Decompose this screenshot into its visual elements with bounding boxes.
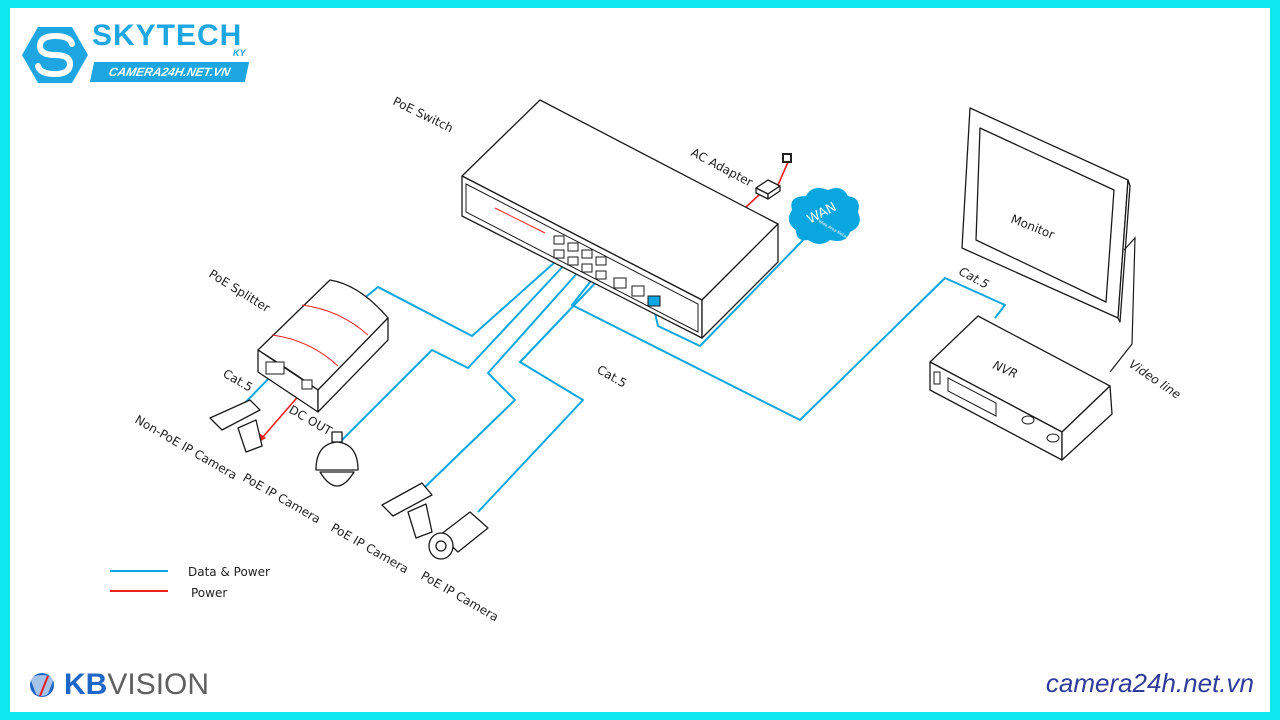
switch-ports	[553, 235, 661, 307]
skytech-title: SKYTECH	[92, 19, 243, 52]
label-camera-3: PoE IP Camera	[419, 568, 502, 624]
skytech-ky: KY	[233, 48, 246, 58]
cable-bullet-switch	[477, 277, 601, 513]
legend: Data & Power Power	[110, 565, 270, 600]
label-video-line: Video line	[1126, 357, 1183, 402]
kbvision-logo: KBVISION	[64, 668, 209, 702]
label-cat5-mid: Cat.5	[595, 362, 630, 390]
kbvision-kb: KB	[64, 668, 108, 701]
label-cat5-nvr: Cat.5	[957, 264, 992, 291]
wan-cloud	[788, 188, 860, 244]
label-camera-2: PoE IP Camera	[329, 520, 412, 576]
kbvision-vision: VISION	[107, 668, 210, 701]
cable-box-switch	[424, 261, 591, 488]
diagram-frame: PoE Switch AC Adapter WAN Wide Area Netw…	[10, 8, 1270, 712]
skytech-logo-icon	[22, 27, 88, 83]
camera-poe-bullet	[428, 511, 489, 560]
network-diagram: PoE Switch AC Adapter WAN Wide Area Netw…	[22, 27, 1183, 697]
monitor	[961, 107, 1136, 373]
kbvision-emblem-icon	[30, 673, 54, 697]
label-camera-1: PoE IP Camera	[241, 470, 324, 526]
camera-poe-box	[381, 482, 433, 539]
ac-adapter	[755, 153, 792, 200]
website-url: camera24h.net.vn	[1045, 668, 1254, 698]
poe-switch[interactable]	[461, 99, 779, 339]
legend-label-data-power: Data & Power	[188, 565, 270, 579]
label-poe-splitter: PoE Splitter	[206, 267, 272, 316]
skytech-subtitle: CAMERA24H.NET.VN	[89, 62, 250, 82]
cable-switch-nvr	[571, 271, 1006, 421]
camera-non-poe-box	[209, 399, 263, 453]
cable-ac-adapter	[744, 161, 789, 209]
camera-poe-dome	[315, 431, 359, 487]
cable-splitter-switch	[361, 261, 556, 337]
nvr	[929, 315, 1113, 461]
legend-label-power: Power	[191, 586, 227, 600]
label-cat5-splitter: Cat.5	[221, 366, 256, 394]
poe-splitter	[257, 279, 389, 413]
cable-dome-switch	[339, 261, 568, 443]
label-poe-switch: PoE Switch	[391, 94, 456, 135]
